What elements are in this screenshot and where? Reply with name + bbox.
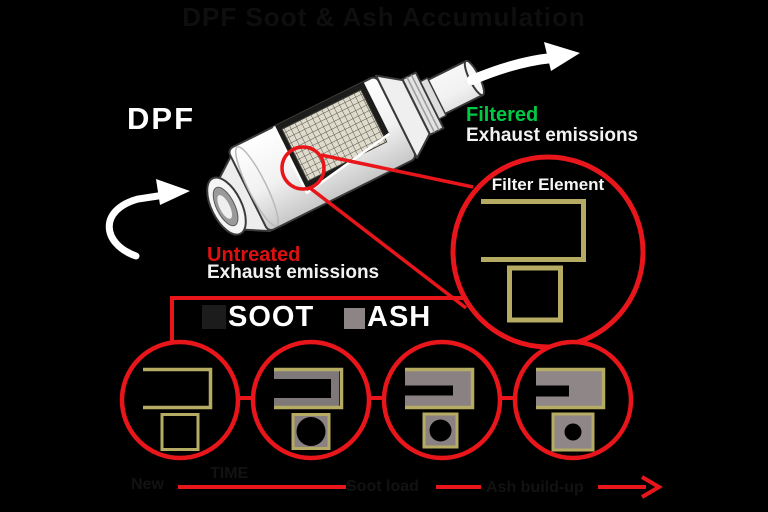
page-title: DPF Soot & Ash Accumulation bbox=[182, 2, 586, 32]
flow-arrow-out-icon bbox=[467, 42, 580, 85]
stage1-cross-section bbox=[160, 413, 200, 451]
dpf-label: DPF bbox=[127, 101, 195, 136]
filter-element-label: Filter Element bbox=[491, 175, 605, 194]
magnifier-cone-line bbox=[308, 186, 468, 310]
stage1-channel bbox=[143, 367, 213, 410]
inlet-bell-hole bbox=[217, 195, 233, 219]
cutaway-edge bbox=[272, 125, 391, 194]
timeline-arrowhead bbox=[640, 475, 663, 499]
dpf-canister-illustration bbox=[206, 59, 485, 236]
stage4-open-slot bbox=[536, 385, 569, 397]
magnifier-cone-line bbox=[320, 153, 474, 189]
stage3-channel bbox=[405, 367, 475, 410]
stage-circle-1 bbox=[119, 339, 241, 461]
stage4-open-area bbox=[564, 423, 582, 441]
timeline-label-3: Soot load bbox=[346, 478, 419, 495]
untreated-status-label: Untreated bbox=[207, 244, 301, 266]
stage2-open-area bbox=[296, 417, 326, 446]
stage3-open-area bbox=[429, 419, 452, 442]
stage-circle-2 bbox=[250, 339, 372, 461]
pipe-ring bbox=[419, 77, 447, 120]
clamp-ridge bbox=[406, 76, 436, 133]
filter-element-circle bbox=[450, 154, 646, 350]
ash-legend-label: ASH bbox=[367, 301, 432, 333]
filter-channel-shape bbox=[481, 199, 586, 262]
substrate-grid bbox=[282, 89, 387, 182]
stage2-soot-lining bbox=[274, 371, 339, 406]
stage4-channel bbox=[536, 367, 606, 410]
ash-swatch bbox=[344, 308, 365, 329]
clamp-ridge bbox=[410, 74, 440, 131]
filtered-status-label: Filtered bbox=[466, 104, 539, 126]
timeline-label-1: New bbox=[131, 476, 164, 493]
filtered-caption: Exhaust emissions bbox=[466, 125, 639, 146]
stage2-channel bbox=[274, 367, 344, 410]
flow-arrow-in-icon bbox=[105, 179, 190, 260]
soot-swatch bbox=[202, 305, 226, 329]
filter-cross-section bbox=[507, 265, 563, 323]
stage-circle-3 bbox=[381, 339, 503, 461]
timeline-label-2: TIME bbox=[210, 465, 249, 482]
stage-circle-4 bbox=[512, 339, 634, 461]
untreated-caption: Exhaust emissions bbox=[207, 262, 380, 283]
soot-legend-label: SOOT bbox=[228, 301, 315, 333]
highlight-circle bbox=[280, 145, 326, 191]
timeline-label-4: Ash build-up bbox=[486, 479, 584, 496]
stage3-open-slot bbox=[405, 385, 453, 396]
timeline-arrow bbox=[178, 475, 663, 499]
